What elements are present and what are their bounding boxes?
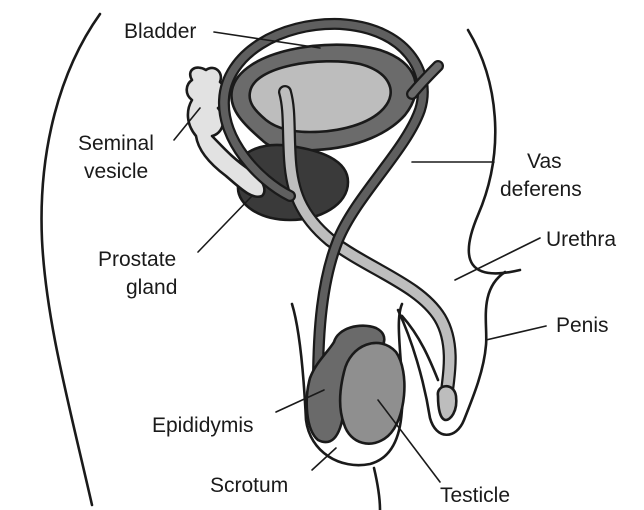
abdomen-outline — [468, 30, 520, 273]
seminal-vesicle-label-line2: vesicle — [84, 160, 148, 183]
urethra-label: Urethra — [546, 228, 616, 251]
bladder-label: Bladder — [124, 20, 196, 43]
vas-deferens-label-line1: Vas — [527, 150, 562, 173]
penis-leader — [486, 326, 546, 340]
prostate-leader — [198, 196, 252, 252]
prostate-label-line1: Prostate — [98, 248, 176, 271]
urethra-tip — [438, 386, 456, 420]
vas-deferens-label-line2: deferens — [500, 178, 582, 201]
seminal-vesicle-label-line1: Seminal — [78, 132, 154, 155]
penis-label: Penis — [556, 314, 609, 337]
scrotum-label: Scrotum — [210, 474, 288, 497]
epididymis-label: Epididymis — [152, 414, 254, 437]
testicle-label: Testicle — [440, 484, 510, 507]
back-body-outline — [42, 14, 100, 505]
prostate-label-line2: gland — [126, 276, 177, 299]
thigh-outline — [374, 468, 380, 510]
testicle-leader — [378, 400, 440, 482]
testicle — [340, 343, 404, 444]
